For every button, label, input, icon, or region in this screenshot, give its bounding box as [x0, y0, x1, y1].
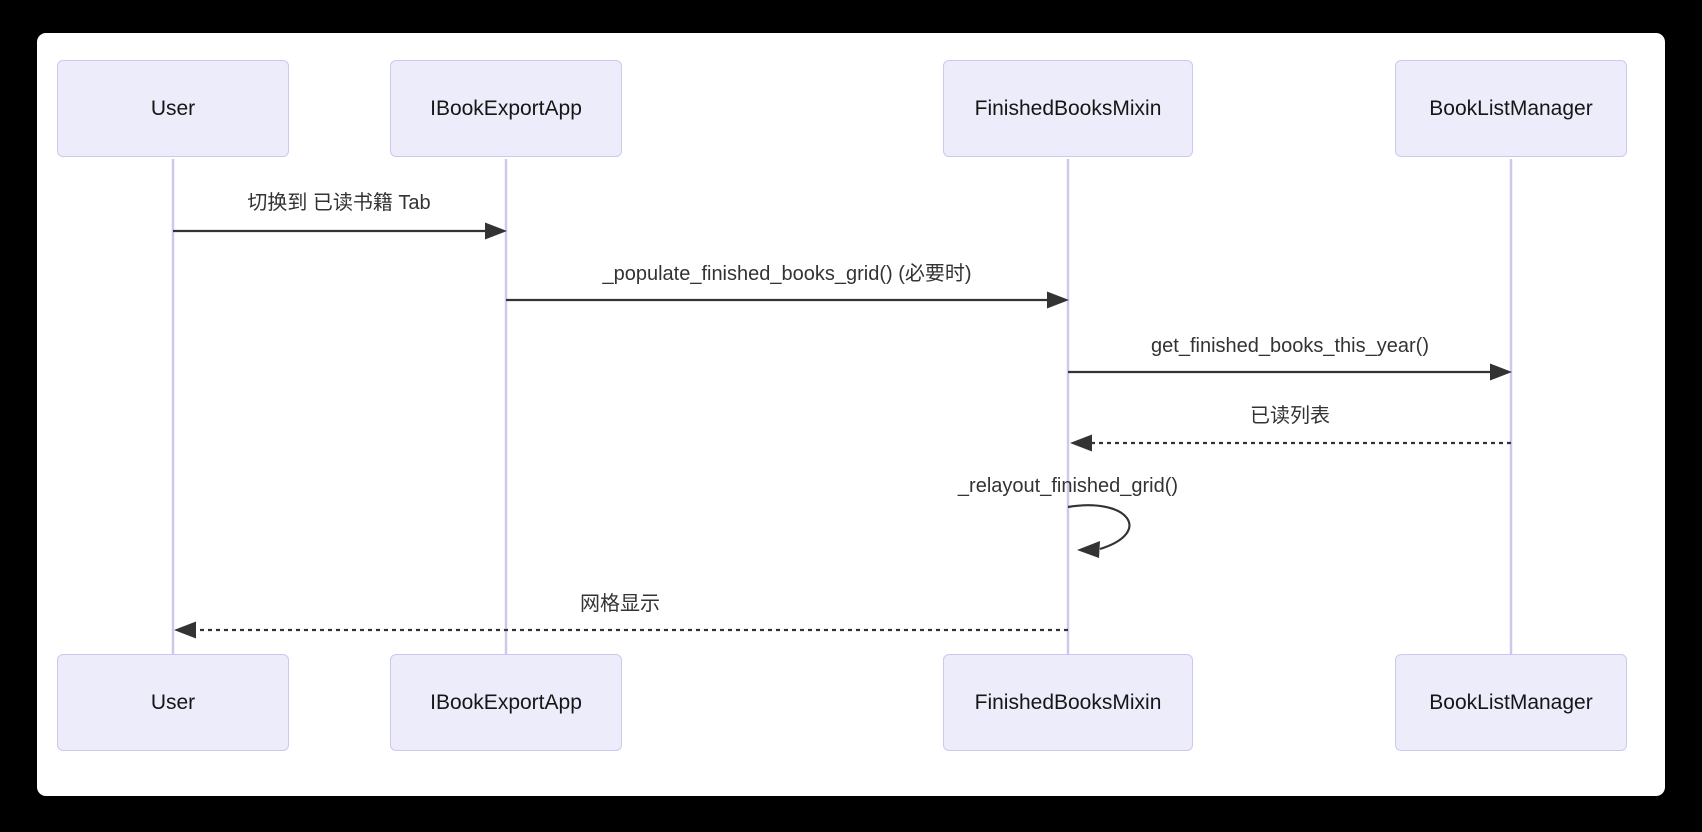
actor-box-booklistmanager-top: BookListManager: [1395, 60, 1627, 157]
message-label-finished-list: 已读列表: [1250, 405, 1330, 427]
actor-box-booklistmanager-bottom: BookListManager: [1395, 654, 1627, 751]
actor-box-user-top: User: [57, 60, 289, 157]
actor-label: User: [150, 690, 196, 714]
actor-box-ibookexportapp-top: IBookExportApp: [390, 60, 622, 157]
actor-box-user-bottom: User: [57, 654, 289, 751]
message-label-grid-display: 网格显示: [580, 593, 660, 615]
actor-label: User: [150, 96, 196, 120]
actor-label: BookListManager: [1429, 96, 1593, 120]
sequence-diagram-canvas: [37, 33, 1665, 796]
actor-label: IBookExportApp: [430, 96, 582, 120]
message-label-switch-tab: 切换到 已读书籍 Tab: [247, 192, 431, 214]
message-label-relayout-grid: _relayout_finished_grid(): [957, 475, 1179, 497]
actor-box-finishedbooksmixin-top: FinishedBooksMixin: [943, 60, 1193, 157]
actor-label: BookListManager: [1429, 690, 1593, 714]
actor-label: FinishedBooksMixin: [974, 690, 1162, 714]
actor-box-ibookexportapp-bottom: IBookExportApp: [390, 654, 622, 751]
message-label-populate-grid: _populate_finished_books_grid() (必要时): [602, 263, 972, 285]
actor-label: IBookExportApp: [430, 690, 582, 714]
actor-label: FinishedBooksMixin: [974, 96, 1162, 120]
message-label-get-finished-books: get_finished_books_this_year(): [1151, 335, 1429, 357]
actor-box-finishedbooksmixin-bottom: FinishedBooksMixin: [943, 654, 1193, 751]
